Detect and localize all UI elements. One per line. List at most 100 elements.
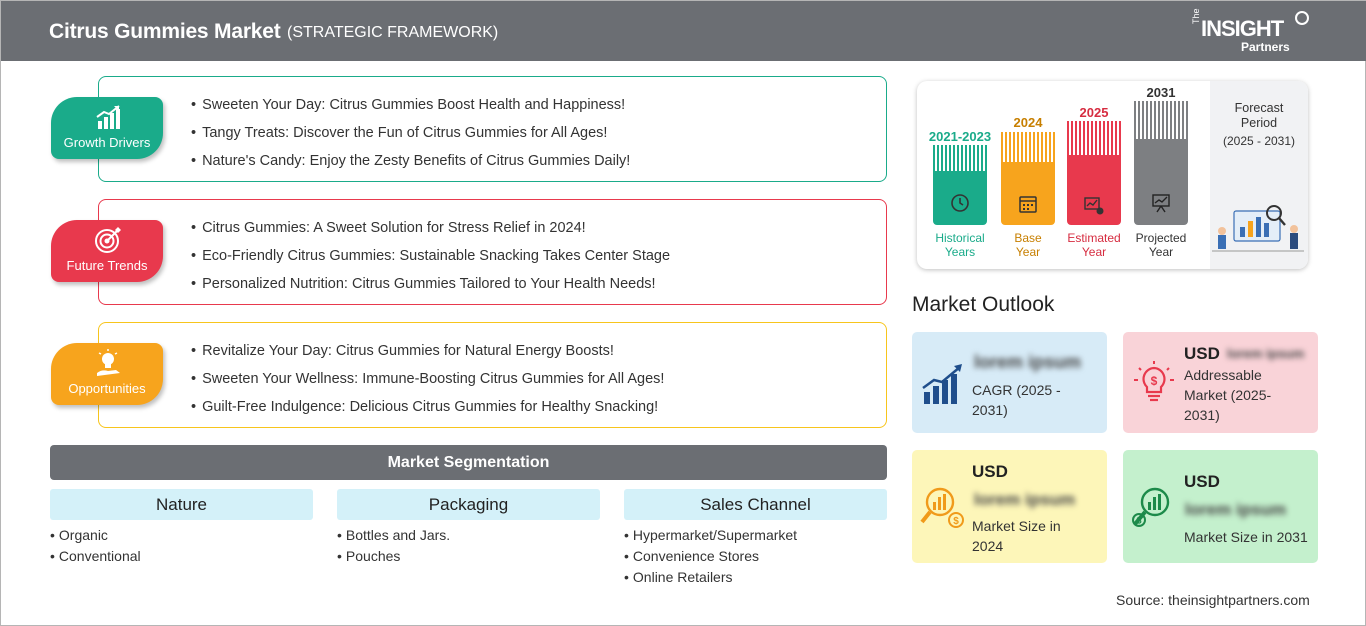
segment-nature-list: Organic Conventional bbox=[50, 526, 313, 568]
growth-drivers-list: Sweeten Your Day: Citrus Gummies Boost H… bbox=[191, 95, 630, 179]
market-size-2024-description: Market Size in 2024 bbox=[972, 516, 1061, 556]
segment-nature-heading: Nature bbox=[50, 489, 313, 520]
desc-line: Market (2025- bbox=[1184, 387, 1272, 403]
timeline-label-line: Projected bbox=[1135, 231, 1187, 245]
market-size-2031-description: Market Size in 2031 bbox=[1184, 527, 1308, 547]
desc-line: CAGR (2025 - bbox=[972, 382, 1061, 398]
segment-packaging-list: Bottles and Jars. Pouches bbox=[337, 526, 600, 568]
list-item: Sweeten Your Wellness: Immune-Boosting C… bbox=[191, 369, 664, 397]
list-item: Sweeten Your Day: Citrus Gummies Boost H… bbox=[191, 95, 630, 123]
market-size-2024-currency: USD bbox=[972, 462, 1008, 481]
addressable-market-card: $ USD lorem ipsum Addressable Market (20… bbox=[1123, 332, 1318, 433]
growth-drivers-badge: Growth Drivers bbox=[51, 97, 163, 159]
segment-packaging: Packaging Bottles and Jars. Pouches bbox=[337, 489, 600, 568]
timeline-bar-projected bbox=[1134, 101, 1188, 225]
svg-text:$: $ bbox=[1136, 516, 1141, 526]
addressable-description: Addressable Market (2025- 2031) bbox=[1184, 365, 1271, 425]
logo-insight: INSIGHT bbox=[1201, 16, 1284, 41]
desc-line: 2031) bbox=[1184, 407, 1220, 423]
segment-sales-channel-list: Hypermarket/Supermarket Convenience Stor… bbox=[624, 526, 887, 589]
opportunities-box: Revitalize Your Day: Citrus Gummies for … bbox=[98, 322, 887, 428]
segment-packaging-heading: Packaging bbox=[337, 489, 600, 520]
growth-drivers-label: Growth Drivers bbox=[63, 135, 151, 150]
desc-line: Market Size in 2031 bbox=[1184, 529, 1308, 545]
list-item: Pouches bbox=[337, 547, 600, 568]
svg-text:$: $ bbox=[1151, 374, 1158, 388]
timeline-label-estimated: Estimated Year bbox=[1054, 231, 1134, 259]
timeline-bar-fill bbox=[1134, 139, 1188, 225]
timeline-bar-estimated bbox=[1067, 121, 1121, 225]
timeline-label-line: Base bbox=[1014, 231, 1042, 245]
opportunities-badge: Opportunities bbox=[51, 343, 163, 405]
header-bar: Citrus Gummies Market (STRATEGIC FRAMEWO… bbox=[1, 1, 1366, 61]
future-trends-list: Citrus Gummies: A Sweet Solution for Str… bbox=[191, 218, 670, 302]
list-item: Hypermarket/Supermarket bbox=[624, 526, 887, 547]
cagr-value: lorem ipsum bbox=[974, 352, 1082, 372]
timeline-label-base: Base Year bbox=[988, 231, 1068, 259]
logo-partners: Partners bbox=[1241, 40, 1290, 54]
timeline-label-line: Year bbox=[1081, 245, 1107, 259]
bar-growth-icon bbox=[922, 364, 962, 404]
forecast-panel: Forecast Period (2025 - 2031) bbox=[1210, 81, 1308, 269]
page-subtitle: (STRATEGIC FRAMEWORK) bbox=[287, 24, 499, 41]
target-icon bbox=[95, 227, 121, 253]
presentation-icon bbox=[1152, 194, 1170, 213]
timeline-stripes bbox=[1001, 132, 1055, 162]
list-item: Revitalize Your Day: Citrus Gummies for … bbox=[191, 341, 664, 369]
future-trends-box: Citrus Gummies: A Sweet Solution for Str… bbox=[98, 199, 887, 305]
timeline-year-historical: 2021-2023 bbox=[928, 129, 992, 144]
list-item: Nature's Candy: Enjoy the Zesty Benefits… bbox=[191, 151, 630, 179]
list-item: Conventional bbox=[50, 547, 313, 568]
timeline-label-line: Historical bbox=[935, 231, 985, 245]
forecast-range: (2025 - 2031) bbox=[1222, 134, 1296, 148]
insight-partners-logo[interactable]: The INSIGHT Partners bbox=[1191, 8, 1311, 54]
timeline-stripes bbox=[1134, 101, 1188, 139]
timeline-year-base: 2024 bbox=[1013, 115, 1043, 130]
desc-line: Market Size in bbox=[972, 518, 1061, 534]
timeline-bar-base bbox=[1001, 132, 1055, 225]
timeline-label-historical: Historical Years bbox=[920, 231, 1000, 259]
list-item: Personalized Nutrition: Citrus Gummies T… bbox=[191, 274, 670, 302]
source-text: Source: theinsightpartners.com bbox=[1116, 592, 1310, 608]
timeline-label-projected: Projected Year bbox=[1121, 231, 1201, 259]
list-item: Citrus Gummies: A Sweet Solution for Str… bbox=[191, 218, 670, 246]
list-item: Bottles and Jars. bbox=[337, 526, 600, 547]
market-size-2024-card: $ USD lorem ipsum Market Size in 2024 bbox=[912, 450, 1107, 563]
logo-ring-icon bbox=[1295, 11, 1309, 25]
calendar-icon bbox=[1019, 196, 1037, 213]
forecast-title: Forecast Period bbox=[1234, 101, 1284, 130]
lightbulb-hand-icon bbox=[97, 349, 120, 376]
growth-drivers-box: Sweeten Your Day: Citrus Gummies Boost H… bbox=[98, 76, 887, 182]
segment-nature: Nature Organic Conventional bbox=[50, 489, 313, 568]
timeline-label-line: Year bbox=[1015, 245, 1041, 259]
svg-text:$: $ bbox=[953, 516, 959, 527]
segment-sales-channel-heading: Sales Channel bbox=[624, 489, 887, 520]
list-item: Convenience Stores bbox=[624, 547, 887, 568]
future-trends-badge: Future Trends bbox=[51, 220, 163, 282]
desc-line: 2031) bbox=[972, 402, 1008, 418]
growth-chart-icon bbox=[96, 105, 120, 129]
list-item: Tangy Treats: Discover the Fun of Citrus… bbox=[191, 123, 630, 151]
list-item: Organic bbox=[50, 526, 313, 547]
history-icon bbox=[951, 194, 969, 212]
market-size-2024-value: lorem ipsum bbox=[974, 490, 1076, 509]
timeline-card: 2021-2023 Historical Years 2024 bbox=[917, 81, 1308, 269]
future-trends-label: Future Trends bbox=[66, 258, 148, 273]
addressable-currency: USD bbox=[1184, 344, 1220, 363]
timeline-stripes bbox=[1067, 121, 1121, 155]
dollar-growth-icon: $ bbox=[1132, 487, 1170, 527]
market-size-2031-currency: USD bbox=[1184, 472, 1220, 491]
cagr-description: CAGR (2025 - 2031) bbox=[972, 380, 1061, 420]
market-size-2031-card: $ USD lorem ipsum Market Size in 2031 bbox=[1123, 450, 1318, 563]
dollar-bulb-icon: $ bbox=[1134, 361, 1174, 402]
dollar-search-icon: $ bbox=[920, 487, 964, 528]
list-item: Eco-Friendly Citrus Gummies: Sustainable… bbox=[191, 246, 670, 274]
timeline-year-projected: 2031 bbox=[1146, 85, 1176, 100]
cagr-card: lorem ipsum CAGR (2025 - 2031) bbox=[912, 332, 1107, 433]
opportunities-label: Opportunities bbox=[68, 381, 146, 396]
timeline-bar-historical bbox=[933, 145, 987, 225]
list-item: Guilt-Free Indulgence: Delicious Citrus … bbox=[191, 397, 664, 425]
timeline-label-line: Years bbox=[944, 245, 976, 259]
analytics-people-icon bbox=[1212, 205, 1304, 252]
addressable-value: lorem ipsum bbox=[1227, 346, 1305, 361]
